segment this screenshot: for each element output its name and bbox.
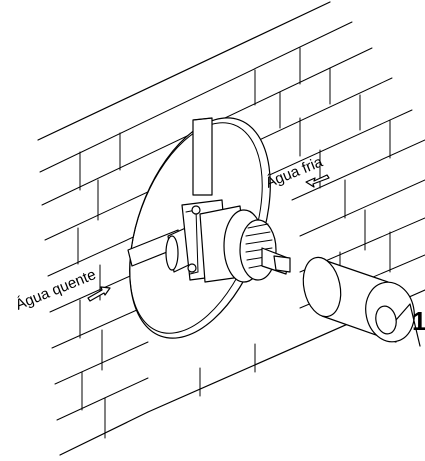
hot-water-label: Água quente (13, 266, 98, 314)
valve-handle (302, 256, 415, 343)
cold-arrow-icon (305, 174, 330, 188)
callout-number: 1 (412, 306, 425, 336)
vertical-pipe (192, 117, 213, 196)
callout-1: 1 (395, 303, 425, 347)
cold-water-label: Água fria (263, 153, 326, 191)
valve-cartridge (239, 219, 291, 281)
hot-arrow-icon (87, 286, 111, 302)
